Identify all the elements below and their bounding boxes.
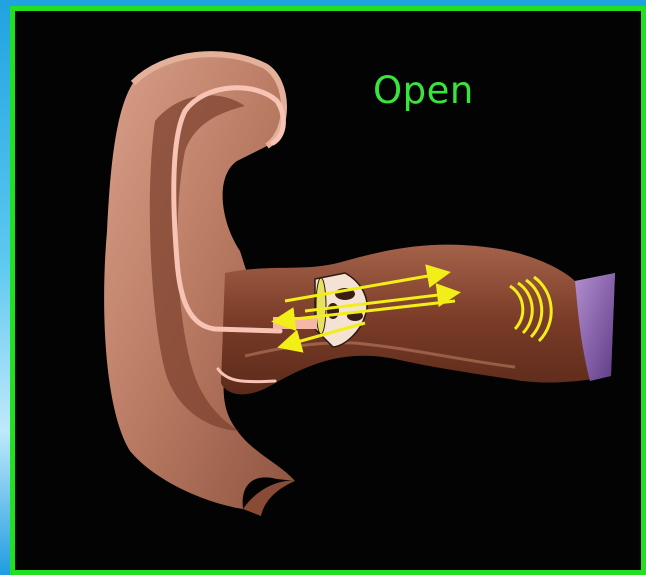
slide-frame: Open (10, 6, 646, 575)
ear-diagram (15, 11, 641, 570)
page-title: Open (373, 69, 474, 112)
